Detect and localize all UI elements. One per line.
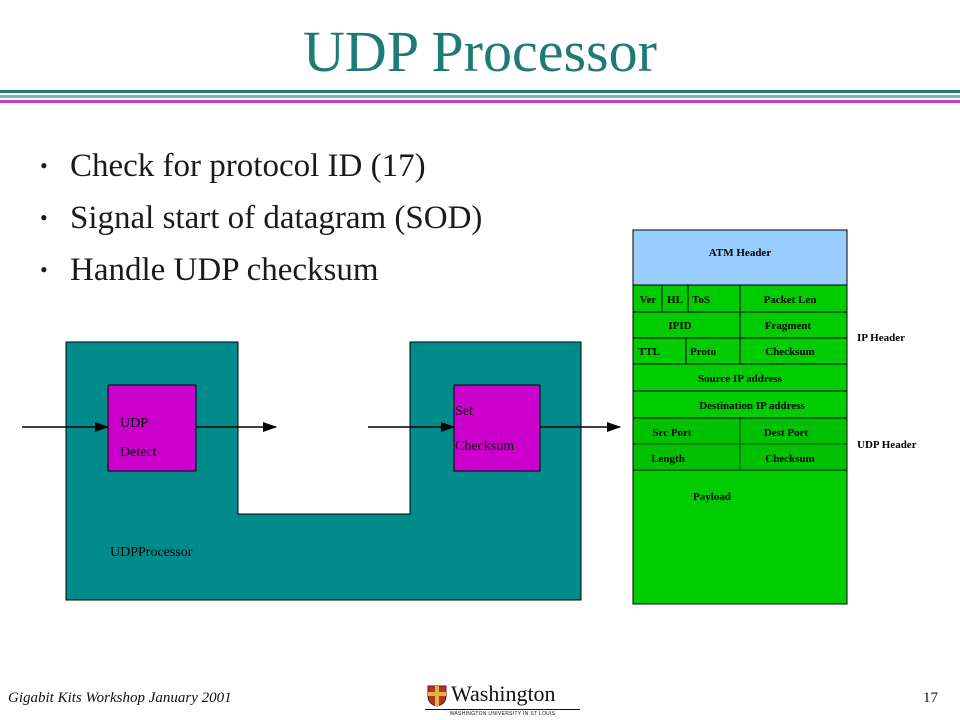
- fragment-cell: Fragment: [765, 320, 812, 332]
- packet-len-cell: Packet Len: [764, 294, 817, 306]
- length-cell: Length: [651, 453, 685, 465]
- footer-workshop: Gigabit Kits Workshop January 2001: [8, 690, 232, 706]
- bullet-item: •Handle UDP checksum: [40, 252, 379, 288]
- udp-detect-label-2: Detect: [120, 445, 157, 460]
- udp-detect-block: [107, 384, 197, 472]
- ttl-cell: TTL: [638, 346, 660, 358]
- tos-cell: ToS: [692, 294, 710, 306]
- bullet-list: •Check for protocol ID (17) •Signal star…: [40, 140, 482, 296]
- module-label: UDPProcessor: [110, 545, 193, 560]
- ver-cell: Ver: [640, 294, 657, 306]
- atm-header-label: ATM Header: [709, 247, 772, 259]
- ip-header-label: IP Header: [857, 332, 905, 344]
- udp-checksum-cell: Checksum: [765, 453, 815, 465]
- set-checksum-label-2: Checksum: [455, 439, 514, 454]
- packet-header-table: ATM Header Ver HL ToS Packet Len IPID Fr…: [632, 229, 848, 605]
- set-checksum-block: [453, 384, 541, 472]
- title-underline: [0, 90, 960, 103]
- ipid-cell: IPID: [668, 320, 691, 332]
- hl-cell: HL: [667, 294, 683, 306]
- slide-title: UDP Processor: [303, 19, 657, 84]
- bullet-item: •Check for protocol ID (17): [40, 148, 426, 184]
- proto-cell: Proto: [690, 346, 717, 358]
- crest-icon: [427, 685, 447, 707]
- source-ip-cell: Source IP address: [698, 373, 783, 385]
- ip-checksum-cell: Checksum: [765, 346, 815, 358]
- set-checksum-label-1: Set: [455, 404, 473, 419]
- dest-port-cell: Dest Port: [764, 427, 809, 439]
- logo-wordmark: Washington: [451, 681, 556, 706]
- src-port-cell: Src Port: [652, 427, 692, 439]
- page-number: 17: [923, 690, 938, 706]
- logo-subtitle: WASHINGTON UNIVERSITY IN ST LOUIS: [425, 709, 580, 717]
- washington-logo: Washington WASHINGTON UNIVERSITY IN ST L…: [425, 681, 580, 717]
- udp-detect-label-1: UDP: [120, 416, 148, 431]
- udp-header-label: UDP Header: [857, 439, 917, 451]
- bullet-item: •Signal start of datagram (SOD): [40, 200, 483, 236]
- payload-cell: Payload: [693, 491, 731, 503]
- dest-ip-cell: Destination IP address: [699, 400, 805, 412]
